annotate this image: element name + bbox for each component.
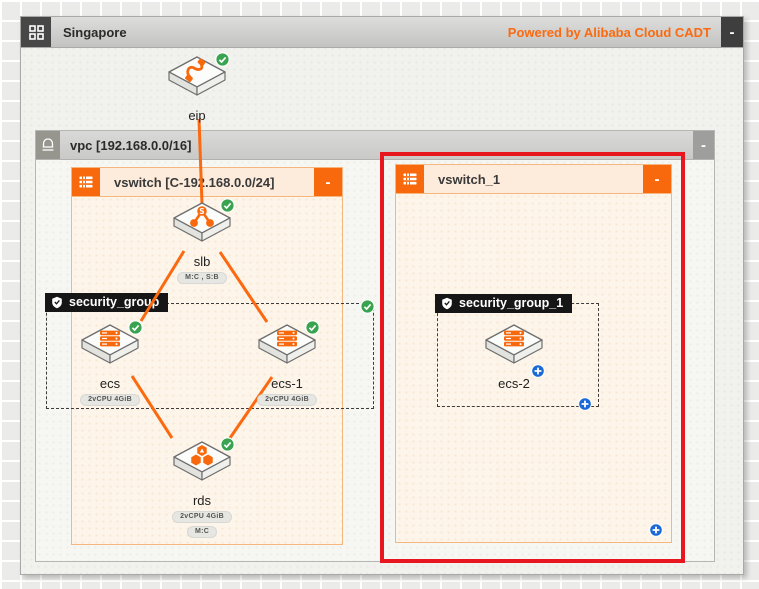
ecs-icon [81, 324, 139, 364]
vpc-title: vpc [192.168.0.0/16] [70, 137, 192, 153]
security-group-1-label[interactable]: security_group_1 [435, 294, 573, 313]
region-grid-icon [21, 17, 51, 47]
vswitch-header[interactable]: vswitch [C-192.168.0.0/24] - [72, 168, 342, 197]
vpc-collapse-button[interactable]: - [693, 131, 714, 159]
shield-icon [52, 296, 62, 308]
node-label: eip [188, 108, 206, 123]
vswitch-1-container[interactable]: vswitch_1 - [395, 164, 672, 543]
node-badge: M:C [186, 526, 218, 538]
vswitch-1-collapse-button[interactable]: - [643, 165, 671, 193]
region-header[interactable]: Singapore Powered by Alibaba Cloud CADT … [21, 17, 743, 48]
vswitch-1-header[interactable]: vswitch_1 - [396, 165, 671, 194]
node-badge: 2vCPU 4GiB [80, 394, 140, 406]
security-group-1-title: security_group_1 [459, 296, 564, 310]
vswitch-title: vswitch [C-192.168.0.0/24] [114, 174, 275, 190]
vpc-icon [36, 131, 60, 159]
node-rds[interactable]: rds 2vCPU 4GiB M:C [172, 437, 235, 538]
security-group-title: security_group [69, 295, 160, 309]
node-ecs-2[interactable]: ecs-2 [485, 324, 545, 391]
security-group-label[interactable]: security_group [45, 293, 169, 312]
node-label: rds [192, 493, 212, 508]
status-ok-icon [220, 198, 235, 213]
vswitch-icon [396, 165, 424, 193]
node-label: ecs-1 [271, 376, 303, 391]
status-ok-icon [360, 299, 375, 314]
node-label: slb [193, 254, 211, 269]
add-resource-icon[interactable] [649, 523, 663, 537]
region-collapse-button[interactable]: - [721, 17, 743, 47]
ecs-icon [485, 324, 543, 364]
slb-icon: S [173, 202, 231, 242]
node-ecs-1[interactable]: ecs-1 2vCPU 4GiB [257, 320, 320, 406]
status-ok-icon [305, 320, 320, 335]
vpc-header[interactable]: vpc [192.168.0.0/16] - [36, 131, 714, 160]
node-label: ecs [99, 376, 121, 391]
add-resource-icon[interactable] [578, 397, 592, 411]
node-eip[interactable]: eip [168, 52, 230, 123]
status-ok-icon [215, 52, 230, 67]
svg-text:S: S [199, 207, 204, 216]
vswitch-collapse-button[interactable]: - [314, 168, 342, 196]
ecs-icon [258, 324, 316, 364]
node-ecs[interactable]: ecs 2vCPU 4GiB [80, 320, 143, 406]
status-ok-icon [128, 320, 143, 335]
node-badge: M:C , S:B [177, 272, 227, 284]
node-label: ecs-2 [498, 376, 530, 391]
node-slb[interactable]: S slb M:C , S:B [173, 198, 235, 284]
node-badge: 2vCPU 4GiB [257, 394, 317, 406]
rds-icon [173, 441, 231, 481]
region-title: Singapore [63, 24, 127, 40]
vswitch-icon [72, 168, 100, 196]
security-group-container[interactable] [46, 303, 374, 409]
powered-by-label: Powered by Alibaba Cloud CADT [507, 24, 711, 40]
eip-icon [168, 56, 226, 96]
add-resource-icon[interactable] [531, 364, 545, 378]
vswitch-1-title: vswitch_1 [438, 171, 501, 187]
shield-icon [442, 297, 452, 309]
node-badge: 2vCPU 4GiB [172, 511, 232, 523]
status-ok-icon [220, 437, 235, 452]
